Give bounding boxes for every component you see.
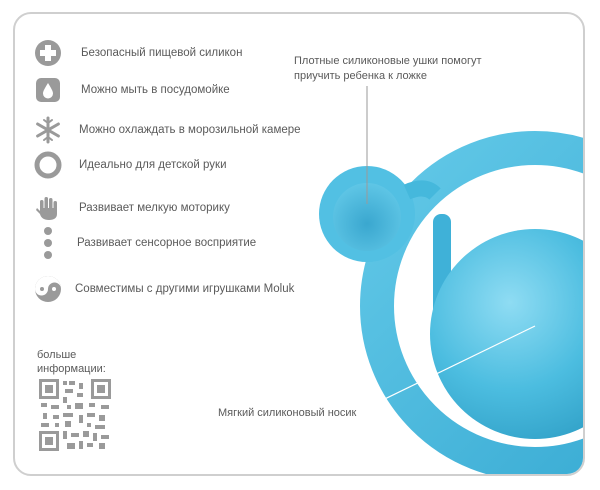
feature-item: Развивает мелкую моторику (33, 193, 230, 223)
water-drop-icon (33, 75, 63, 105)
ball-nose (430, 229, 583, 439)
qr-code[interactable] (39, 379, 111, 451)
ear-cup-inner (333, 183, 401, 251)
outer-ring (360, 131, 583, 474)
feature-label: Можно охлаждать в морозильной камере (79, 124, 301, 136)
feature-label: Совместимы с другими игрушками Moluk (75, 283, 295, 295)
plus-circle-icon (33, 38, 63, 68)
ring-icon (33, 150, 63, 180)
more-info-line2: информации: (37, 363, 106, 375)
hand-icon (33, 193, 63, 223)
more-info-line1: больше (37, 349, 77, 361)
ears-annotation: Плотные силиконовые ушки помогут приучит… (294, 54, 482, 84)
nose-annotation: Мягкий силиконовый носик (218, 407, 357, 419)
yin-yang-icon (33, 274, 63, 304)
feature-item: Совместимы с другими игрушками Moluk (33, 274, 294, 304)
feature-item: Безопасный пищевой силикон (33, 38, 242, 68)
feature-item: Идеально для детской руки (33, 150, 227, 180)
ears-annotation-line1: Плотные силиконовые ушки помогут (294, 55, 482, 67)
feature-label: Безопасный пищевой силикон (81, 47, 243, 59)
feature-item: Можно охлаждать в морозильной камере (33, 115, 301, 145)
dots-icon (33, 227, 63, 259)
card-frame: Безопасный пищевой силикон Можно мыть в … (13, 12, 585, 476)
silicone-toy-illustration (319, 86, 583, 474)
nose-leader-line (357, 325, 536, 413)
snowflake-icon (33, 115, 63, 145)
more-info-caption: больше информации: (37, 348, 106, 376)
feature-label: Развивает мелкую моторику (79, 202, 230, 214)
ears-annotation-line2: приучить ребенка к ложке (294, 70, 427, 82)
feature-label: Развивает сенсорное восприятие (77, 237, 257, 249)
feature-item: Можно мыть в посудомойке (33, 75, 230, 105)
feature-label: Идеально для детской руки (79, 159, 227, 171)
feature-label: Можно мыть в посудомойке (81, 84, 230, 96)
feature-item: Развивает сенсорное восприятие (33, 227, 257, 259)
